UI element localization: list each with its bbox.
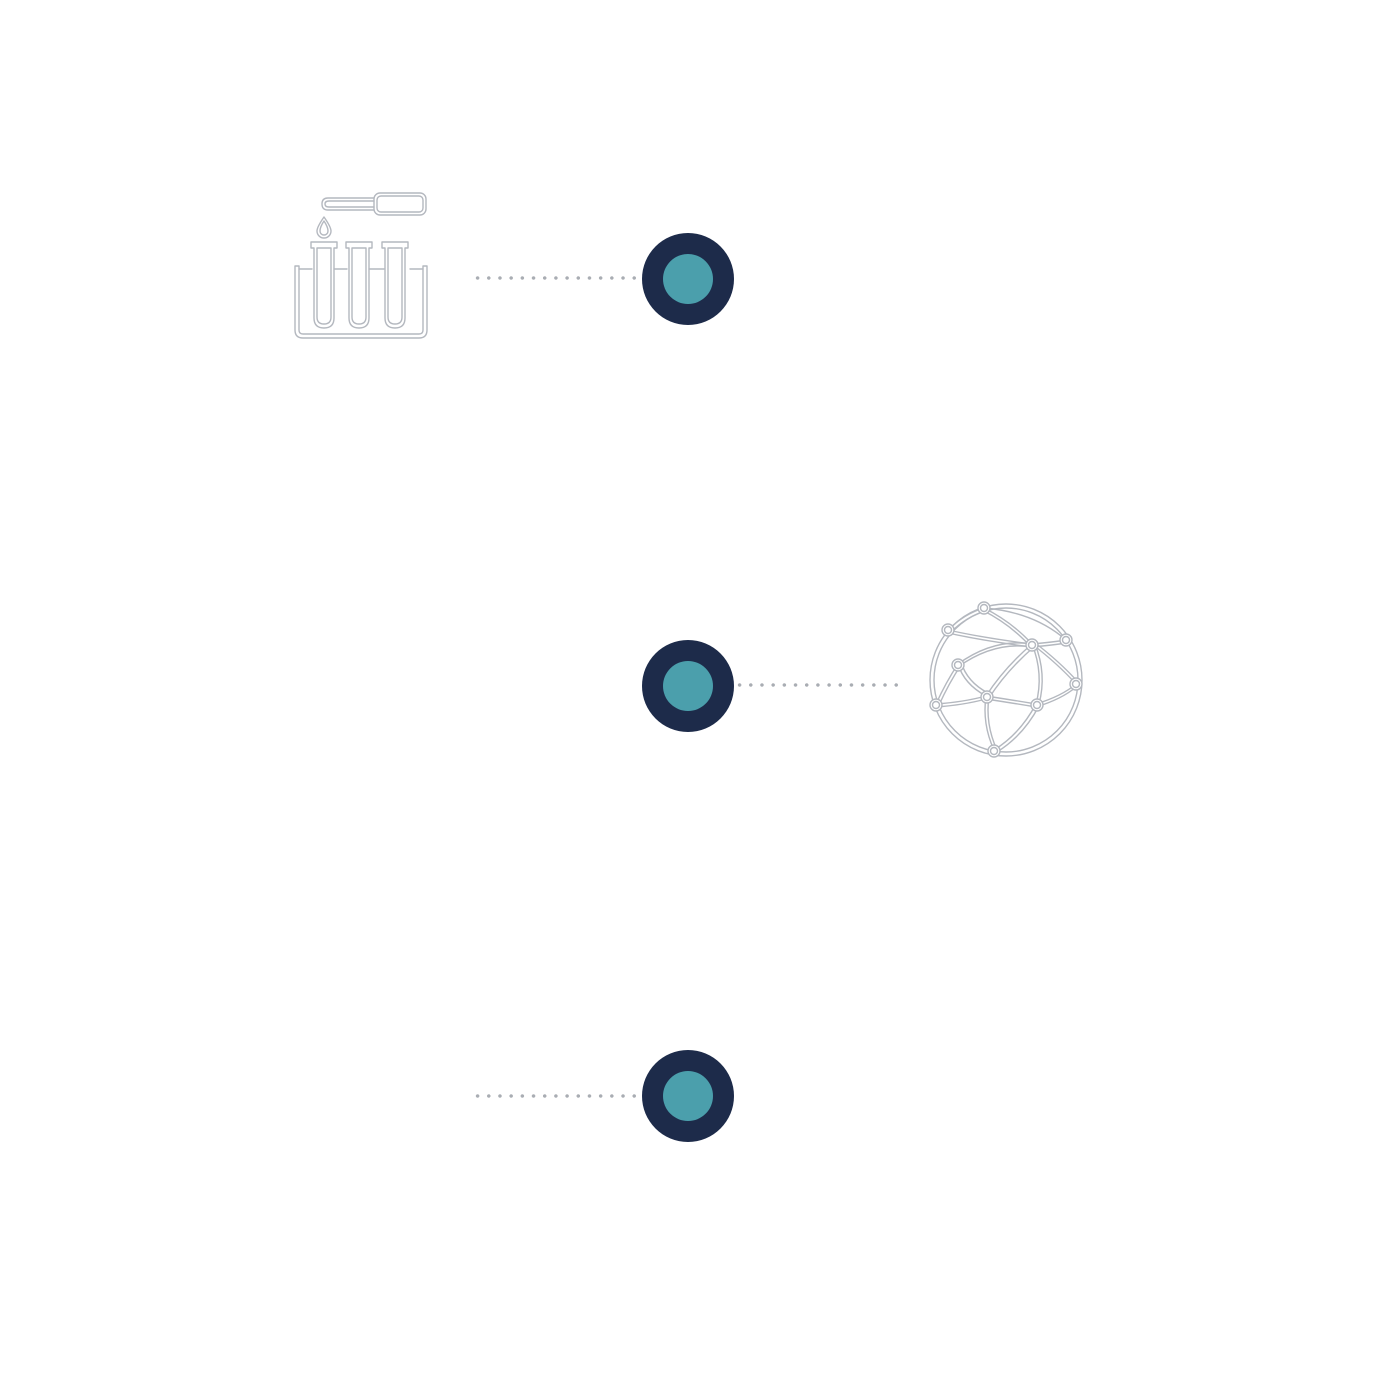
timeline-node-core [663,254,713,304]
timeline-node-core [663,661,713,711]
dotted-connector [734,683,904,687]
timeline-node-core [663,1071,713,1121]
network-globe-icon [924,598,1088,762]
timeline-node [642,1050,734,1142]
timeline-node [642,640,734,732]
test-tubes-icon [292,190,432,342]
dotted-connector [472,276,640,280]
timeline-node [642,233,734,325]
dotted-connector [472,1094,640,1098]
